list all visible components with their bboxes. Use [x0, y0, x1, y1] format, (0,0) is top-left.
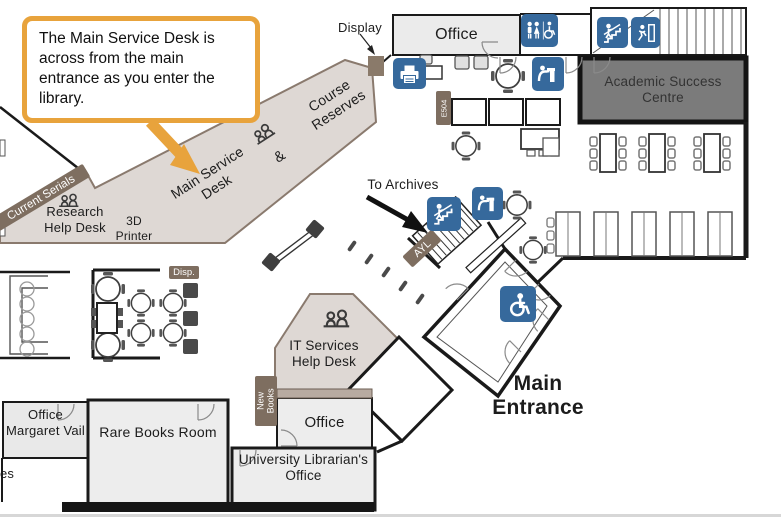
water-fountain-icon: [472, 187, 503, 220]
archives-arrow: [365, 194, 428, 233]
display-case: [183, 339, 198, 354]
display-case: [183, 311, 198, 326]
research-help-desk-label: Research Help Desk: [44, 204, 106, 235]
water-fountain-icon: [532, 57, 564, 91]
disp-label-chip: Disp.: [169, 266, 199, 279]
it-services-help-desk-label: IT Services Help Desk: [289, 338, 359, 370]
display-stand: [368, 56, 384, 76]
rare-books-room-label: Rare Books Room: [99, 424, 217, 440]
stairs-icon: [597, 17, 628, 48]
wheelchair-accessible-icon: [500, 286, 536, 322]
3d-printer-label: 3D Printer: [115, 214, 153, 243]
display-case: [183, 283, 198, 298]
disp-label: Disp.: [173, 267, 195, 278]
edge-cutoff-label: es: [0, 466, 15, 481]
stairs-icon: [427, 197, 461, 231]
office-margaret-vail-label: Office Margaret Vail: [6, 407, 85, 438]
callout-text: The Main Service Desk is across from the…: [39, 30, 215, 108]
printer-icon: [393, 58, 426, 89]
new-books-chip: New Books: [255, 376, 277, 426]
emergency-exit-icon: [631, 17, 660, 48]
case-tag-label: E504: [439, 99, 448, 117]
case-tag-chip: E504: [436, 91, 451, 125]
university-librarians-office-label: University Librarian's Office: [238, 452, 369, 484]
new-books-label: New Books: [255, 388, 276, 414]
display-label: Display: [337, 20, 383, 35]
main-entrance-label: Main Entrance: [492, 372, 584, 420]
to-archives-label: To Archives: [367, 177, 439, 192]
academic-success-centre-label: Academic Success Centre: [604, 73, 722, 105]
office-top-label: Office: [435, 26, 478, 44]
callout-note: The Main Service Desk is across from the…: [22, 16, 260, 123]
callout-arrow: [145, 118, 200, 174]
restroom-icon: [521, 14, 558, 47]
office-mid-label: Office: [304, 413, 345, 431]
railing-and-path: [261, 219, 426, 306]
display-arrow: [359, 33, 375, 55]
